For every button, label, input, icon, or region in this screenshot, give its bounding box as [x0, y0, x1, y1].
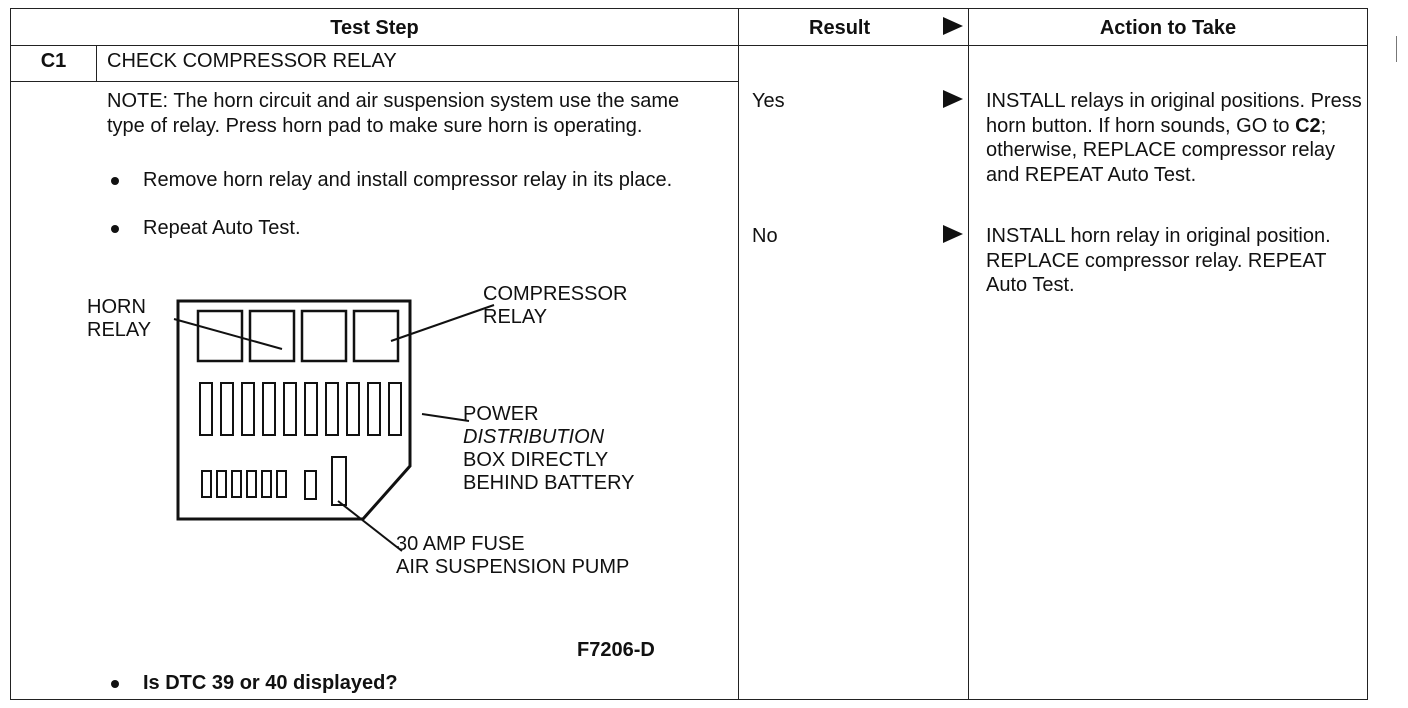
figure-id: F7206-D: [577, 639, 655, 661]
step-id: C1: [40, 50, 67, 72]
compressor-relay-label: COMPRESSOR RELAY: [483, 283, 628, 328]
bullet-icon: [111, 680, 119, 688]
result-no-arrow-icon: [943, 225, 963, 243]
bullet-item: Remove horn relay and install compressor…: [143, 169, 673, 191]
fuse-label: 30 AMP FUSE AIR SUSPENSION PUMP: [396, 533, 630, 578]
result-yes-arrow-icon: [943, 90, 963, 108]
result-yes: Yes: [752, 90, 785, 112]
bullet-item: Repeat Auto Test.: [143, 217, 301, 239]
action-no: INSTALL horn relay in original position.…: [986, 225, 1331, 296]
header-test-step: Test Step: [330, 17, 419, 39]
note-text: The horn circuit and air suspension syst…: [107, 90, 680, 137]
step-id-divider: [96, 45, 97, 81]
header-action: Action to Take: [1099, 17, 1237, 39]
note-label: NOTE:: [107, 90, 169, 112]
distribution-box-outline: [176, 299, 412, 521]
action-yes: INSTALL relays in original positions. Pr…: [986, 90, 1362, 186]
column-divider-action: [968, 9, 969, 699]
fuse-row: [199, 382, 402, 436]
column-divider-result: [738, 9, 739, 699]
horn-relay-label: HORN RELAY: [87, 296, 152, 341]
power-distribution-box-diagram: [173, 299, 495, 552]
step-question: Is DTC 39 or 40 displayed?: [143, 672, 398, 694]
header-arrow-icon: [943, 17, 963, 35]
air-suspension-fuse: [331, 456, 347, 506]
header-result: Result: [809, 17, 871, 39]
power-distribution-box-label: POWER DISTRIBUTION BOX DIRECTLY BEHIND B…: [463, 403, 635, 494]
result-no: No: [752, 225, 778, 247]
horn-relay-slot: [196, 309, 244, 363]
relay-slot: [248, 309, 296, 363]
margin-mark: [1396, 36, 1397, 62]
header-divider: [11, 45, 1367, 46]
relay-slot: [300, 309, 348, 363]
compressor-relay-slot: [352, 309, 400, 363]
step-note: NOTE: The horn circuit and air suspensio…: [107, 89, 707, 139]
diagnostic-table: Test Step Result Action to Take C1 CHECK…: [10, 8, 1368, 700]
leader-lines: [173, 304, 495, 552]
mini-fuse-row: [201, 456, 347, 506]
step-title: CHECK COMPRESSOR RELAY: [107, 50, 397, 72]
step-title-divider: [11, 81, 738, 82]
bullet-icon: [111, 177, 119, 185]
bullet-icon: [111, 225, 119, 233]
